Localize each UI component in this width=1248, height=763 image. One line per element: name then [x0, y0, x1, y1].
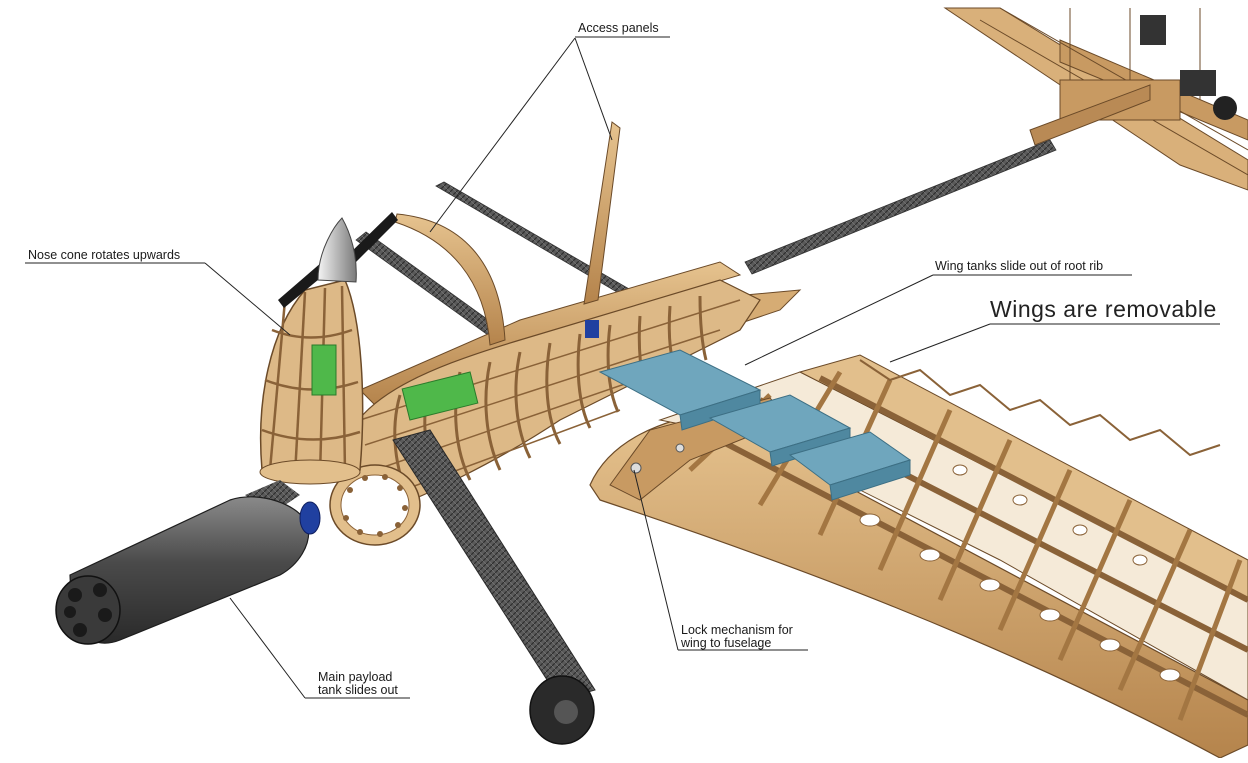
nose-cone — [259, 212, 398, 485]
payload-tank — [55, 480, 321, 645]
landing-gear — [392, 429, 596, 745]
access-panels — [394, 121, 621, 346]
wing-tanks — [598, 349, 912, 501]
label-payload-tank: Main payload tank slides out — [318, 671, 398, 697]
label-wings-removable: Wings are removable — [990, 296, 1217, 322]
label-wing-tanks: Wing tanks slide out of root rib — [935, 259, 1104, 273]
label-lock-mechanism: Lock mechanism for wing to fuselage — [681, 624, 793, 650]
label-access-panels: Access panels — [578, 21, 659, 35]
label-lock-line2: wing to fuselage — [681, 636, 772, 650]
background-aircraft-tail — [943, 7, 1248, 191]
label-nose-cone: Nose cone rotates upwards — [28, 248, 181, 262]
label-lock-line1: Lock mechanism for — [681, 623, 793, 637]
label-payload-line1: Main payload — [318, 670, 393, 684]
label-payload-line2: tank slides out — [318, 683, 398, 697]
leader-lines — [25, 36, 1220, 699]
